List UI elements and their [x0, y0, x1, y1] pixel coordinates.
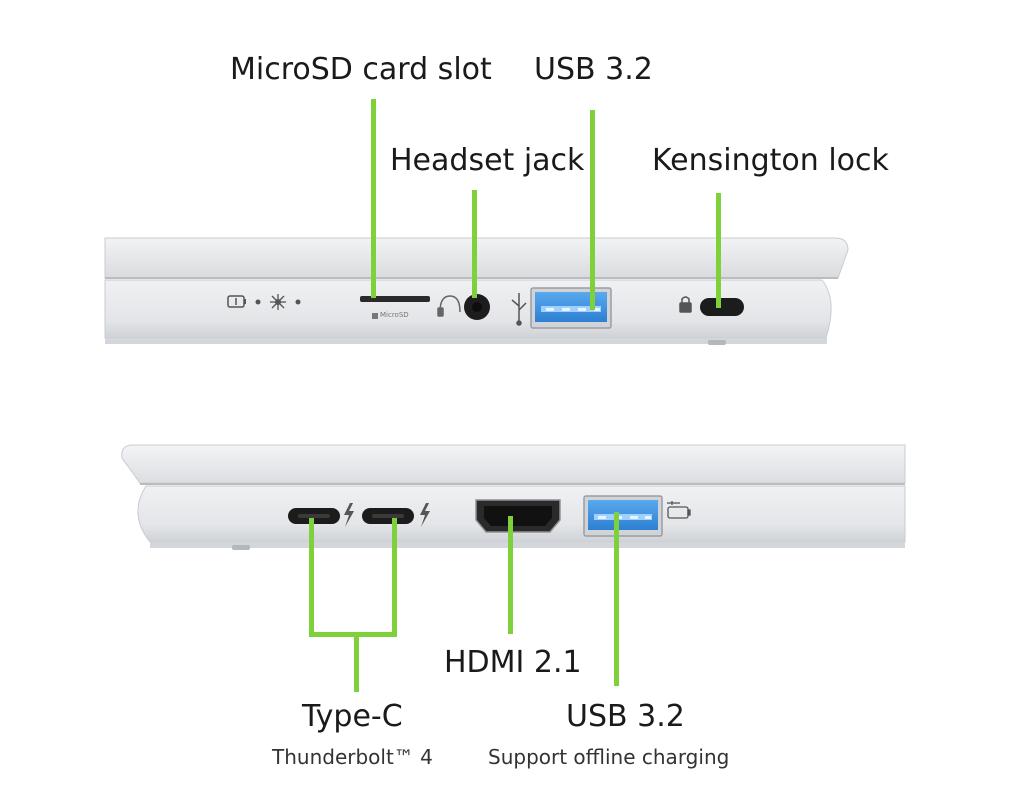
- microsd-slot: [360, 296, 430, 302]
- label-kensington-lock: Kensington lock: [652, 143, 889, 178]
- top-rubber-foot: [708, 340, 726, 345]
- callout-line-headset: [472, 190, 477, 298]
- callout-line-typec-bridge: [309, 632, 397, 637]
- kensington-lock-slot: [700, 298, 744, 316]
- label-usb-bottom: USB 3.2: [566, 699, 685, 734]
- bottom-rubber-foot: [232, 545, 250, 550]
- callout-line-usb-top: [590, 110, 595, 310]
- thunderbolt-icon-1: [344, 503, 354, 527]
- label-microsd-card-slot: MicroSD card slot: [230, 52, 492, 87]
- label-support-offline-charging: Support offline charging: [488, 745, 730, 769]
- callout-line-typec-1: [309, 518, 314, 636]
- label-headset-jack: Headset jack: [390, 143, 585, 178]
- lock-icon: [679, 296, 692, 313]
- thunderbolt-icon-2: [420, 503, 430, 527]
- microsd-marking: MicroSD: [380, 311, 409, 319]
- callout-line-typec-stem: [354, 632, 359, 692]
- bottom-laptop-lid: [121, 444, 906, 484]
- label-thunderbolt-4: Thunderbolt™ 4: [272, 745, 433, 769]
- label-hdmi: HDMI 2.1: [444, 645, 582, 680]
- label-type-c: Type-C: [302, 699, 403, 734]
- headset-icon: [437, 295, 461, 317]
- callout-line-usb-bottom: [614, 512, 619, 686]
- led-indicators: [227, 294, 301, 310]
- callout-line-hdmi: [508, 516, 513, 634]
- callout-line-typec-2: [392, 518, 397, 636]
- usb-symbol-icon: [511, 293, 527, 326]
- callout-line-microsd: [371, 99, 376, 298]
- callout-line-kensington: [716, 193, 721, 308]
- label-usb-top: USB 3.2: [534, 52, 653, 87]
- usb-charging-icon: [667, 501, 691, 519]
